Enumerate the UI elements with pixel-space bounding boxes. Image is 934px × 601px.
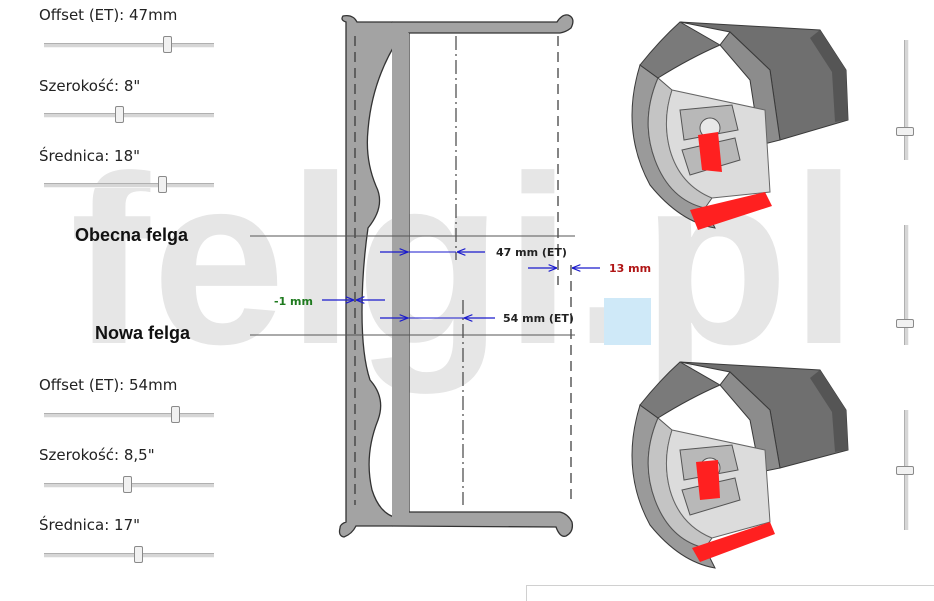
current-rim-title: Obecna felga bbox=[75, 225, 189, 245]
new-rim-title: Nowa felga bbox=[95, 323, 191, 343]
watermark-dot bbox=[604, 298, 651, 345]
current-width-slider[interactable] bbox=[44, 106, 214, 123]
current-diameter-slider[interactable] bbox=[44, 176, 214, 193]
slider-track bbox=[44, 553, 214, 558]
view-top-slider[interactable] bbox=[896, 40, 914, 160]
slider-thumb[interactable] bbox=[163, 36, 172, 53]
new-et-value: 54 mm (ET) bbox=[503, 312, 574, 325]
current-offset-slider[interactable] bbox=[44, 36, 214, 53]
new-width-slider[interactable] bbox=[44, 476, 214, 493]
current-diameter-label: Średnica: 18" bbox=[39, 147, 141, 165]
slider-track bbox=[904, 225, 909, 345]
view-bottom-slider[interactable] bbox=[896, 410, 914, 530]
bottom-panel-frame bbox=[526, 585, 934, 601]
outer-diff-value: 13 mm bbox=[609, 262, 651, 275]
slider-track bbox=[44, 183, 214, 188]
slider-thumb[interactable] bbox=[123, 476, 132, 493]
slider-thumb[interactable] bbox=[896, 466, 914, 475]
wheel-3d-new-icon bbox=[631, 361, 849, 569]
slider-thumb[interactable] bbox=[158, 176, 167, 193]
slider-thumb[interactable] bbox=[171, 406, 180, 423]
slider-thumb[interactable] bbox=[134, 546, 143, 563]
slider-thumb[interactable] bbox=[115, 106, 124, 123]
new-offset-slider[interactable] bbox=[44, 406, 214, 423]
wheel-3d-current-icon bbox=[631, 21, 849, 230]
new-offset-label: Offset (ET): 54mm bbox=[39, 376, 178, 394]
view-middle-slider[interactable] bbox=[896, 225, 914, 345]
slider-track bbox=[44, 413, 214, 418]
new-width-label: Szerokość: 8,5" bbox=[39, 446, 155, 464]
inner-diff-value: -1 mm bbox=[274, 295, 313, 308]
current-et-value: 47 mm (ET) bbox=[496, 246, 567, 259]
new-diameter-slider[interactable] bbox=[44, 546, 214, 563]
slider-thumb[interactable] bbox=[896, 127, 914, 136]
slider-track bbox=[44, 43, 214, 48]
slider-thumb[interactable] bbox=[896, 319, 914, 328]
slider-track bbox=[44, 113, 214, 118]
new-diameter-label: Średnica: 17" bbox=[39, 516, 141, 534]
slider-track bbox=[904, 40, 909, 160]
current-width-label: Szerokość: 8" bbox=[39, 77, 141, 95]
current-offset-label: Offset (ET): 47mm bbox=[39, 6, 178, 24]
rim-barrel bbox=[399, 33, 409, 513]
